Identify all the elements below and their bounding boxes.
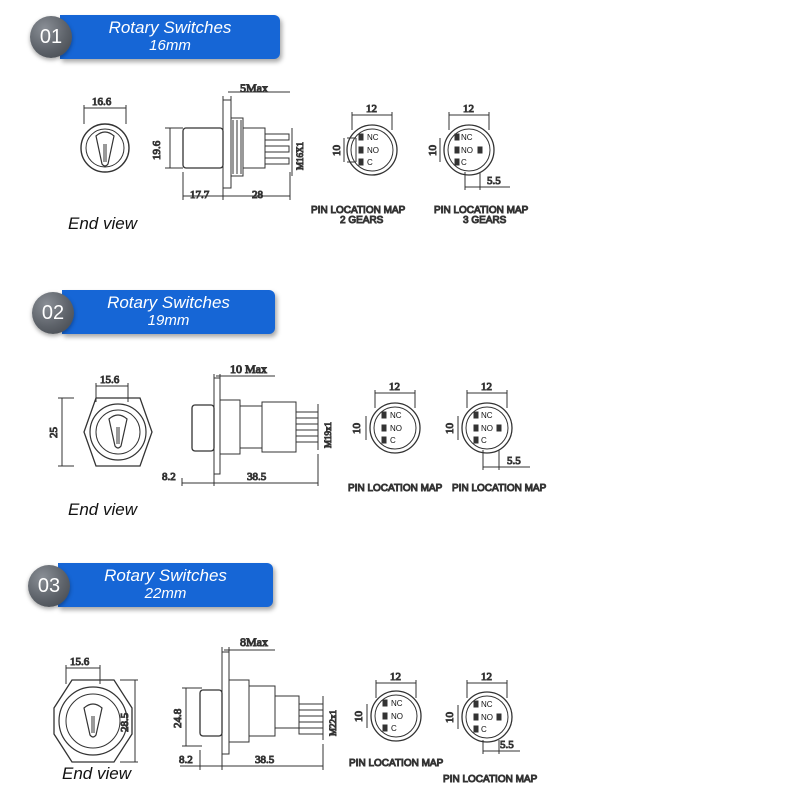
- section-3-map-2-pin-nc: NC: [481, 700, 493, 709]
- section-1-map-1-pin-nc: NC: [367, 133, 379, 142]
- section-2-map-1-side-dim: 10: [351, 423, 363, 435]
- section-1-map-2-pin-c: C: [461, 158, 467, 167]
- section-3-thread-label: M22x1: [328, 710, 338, 736]
- section-1-map-2-caption: PIN LOCATION MAP: [434, 205, 529, 216]
- section-2-map-2-top-dim: 12: [481, 381, 492, 393]
- section-2-map-1-pin-nc: NC: [390, 411, 402, 420]
- section-2-height-dim: 25: [48, 427, 60, 439]
- section-3-pin-map-2: NC NO C: [457, 680, 520, 754]
- section-2-pin-map-2: NC NO C: [457, 390, 530, 470]
- section-1-end-view-label: End view: [68, 214, 137, 233]
- section-3-height-dim: 24.8: [172, 708, 184, 728]
- section-3-end-width-dim: 15.6: [70, 656, 90, 668]
- section-1-map-2-pin-nc: NC: [461, 133, 473, 142]
- section-1-map-1-side-dim: 10: [331, 145, 343, 157]
- section-2-max-dim: 10 Max: [230, 362, 267, 376]
- section-1-number-badge: 01: [30, 16, 72, 58]
- section-2-map-2-side-dim: 10: [444, 423, 456, 435]
- section-3-map-1-top-dim: 12: [390, 671, 401, 683]
- section-1-map-2-side-dim: 10: [427, 145, 439, 157]
- section-1-end-view: [80, 105, 130, 173]
- section-3-map-1-caption: PIN LOCATION MAP: [349, 758, 444, 769]
- section-1-front-dim: 17.7: [190, 189, 210, 201]
- section-1-size: 16mm: [149, 37, 191, 54]
- section-2-map-2-pin-no: NO: [481, 424, 493, 433]
- section-3-header: 03 Rotary Switches 22mm: [28, 563, 273, 607]
- section-2-title-ribbon: Rotary Switches 19mm: [62, 290, 275, 334]
- section-1-map-2-top-dim: 12: [463, 103, 474, 115]
- section-3-pin-map-1: NC NO C: [366, 680, 422, 742]
- section-3-map-2-side-dim: 10: [444, 712, 456, 724]
- section-2-map-2-pin-nc: NC: [481, 411, 493, 420]
- section-1-pin-map-2: NC NO C: [439, 112, 510, 190]
- section-1-map-1-pin-no: NO: [367, 146, 379, 155]
- section-2-end-width-dim: 15.6: [100, 374, 120, 386]
- section-1-header: 01 Rotary Switches 16mm: [30, 15, 280, 59]
- section-1-title: Rotary Switches: [108, 18, 232, 37]
- section-3-height-right-dim: 28.5: [119, 712, 131, 732]
- section-1-thread-label: M16X1: [295, 142, 305, 170]
- section-3-number-badge: 03: [28, 565, 70, 607]
- section-1-max-dim: 5Max: [240, 81, 268, 95]
- section-2-thread-label: M19x1: [323, 422, 333, 448]
- section-3-side-view: [180, 647, 324, 770]
- section-1-map-1-top-dim: 12: [366, 103, 377, 115]
- section-1-map-2-pin-no: NO: [461, 146, 473, 155]
- section-2-map-1-top-dim: 12: [389, 381, 400, 393]
- section-3-body-dim: 38.5: [255, 754, 275, 766]
- section-2-map-2-pin-c: C: [481, 436, 487, 445]
- section-1-map-1-caption: PIN LOCATION MAP: [311, 205, 406, 216]
- section-2-side-view: [181, 374, 319, 486]
- section-3-map-1-pin-no: NO: [391, 712, 403, 721]
- section-2-map-1-caption: PIN LOCATION MAP: [348, 483, 443, 494]
- section-3-max-dim: 8Max: [240, 635, 268, 649]
- section-1-side-view: [165, 91, 293, 200]
- section-1-pin-map-1: NC NO C: [343, 112, 398, 176]
- section-3-end-view-label: End view: [62, 764, 131, 783]
- section-2-map-2-bottom-dim: 5.5: [507, 455, 521, 467]
- section-2-end-view-label: End view: [68, 500, 137, 519]
- section-3-map-2-bottom-dim: 5.5: [500, 739, 514, 751]
- section-2-end-view: [58, 383, 153, 467]
- section-3-size: 22mm: [144, 585, 187, 602]
- section-2-pin-map-1: NC NO C: [365, 390, 421, 454]
- section-1-body-dim: 28: [252, 189, 264, 201]
- section-3-map-1-pin-c: C: [391, 724, 397, 733]
- section-3-map-1-side-dim: 10: [353, 711, 365, 723]
- section-3-front-dim: 8.2: [179, 754, 193, 766]
- section-3-title-ribbon: Rotary Switches 22mm: [58, 563, 273, 607]
- section-3-map-2-pin-no: NO: [481, 713, 493, 722]
- section-2-header: 02 Rotary Switches 19mm: [32, 290, 275, 334]
- section-2-body-dim: 38.5: [247, 471, 267, 483]
- section-1-map-2-bottom-dim: 5.5: [487, 175, 501, 187]
- section-3-title: Rotary Switches: [104, 566, 227, 585]
- section-3-map-2-caption: PIN LOCATION MAP: [443, 774, 538, 785]
- section-1-map-2-gears: 3 GEARS: [463, 215, 507, 226]
- section-3-map-2-pin-c: C: [481, 725, 487, 734]
- section-2-size: 19mm: [147, 312, 190, 329]
- section-2-title: Rotary Switches: [107, 293, 230, 312]
- section-2-number-badge: 02: [32, 292, 74, 334]
- section-3-map-2-top-dim: 12: [481, 671, 492, 683]
- section-2-map-2-caption: PIN LOCATION MAP: [452, 483, 547, 494]
- section-3-end-view: [53, 665, 138, 763]
- section-2-front-dim: 8.2: [162, 471, 176, 483]
- section-2-map-1-pin-no: NO: [390, 424, 402, 433]
- section-1-map-1-gears: 2 GEARS: [340, 215, 384, 226]
- section-1-end-width-dim: 16.6: [92, 96, 112, 108]
- section-1-map-1-pin-c: C: [367, 158, 373, 167]
- section-3-map-1-pin-nc: NC: [391, 699, 403, 708]
- section-2-map-1-pin-c: C: [390, 436, 396, 445]
- section-1-height-dim: 19.6: [151, 140, 163, 160]
- section-1-title-ribbon: Rotary Switches 16mm: [60, 15, 280, 59]
